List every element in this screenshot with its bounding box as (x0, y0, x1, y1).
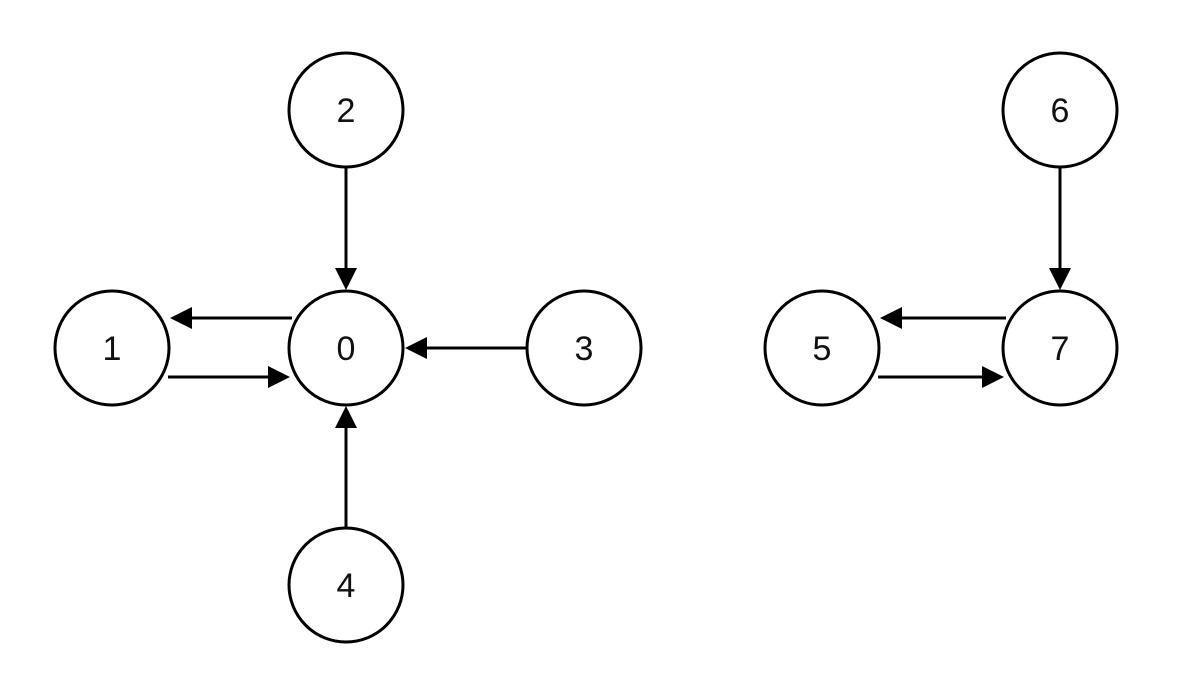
graph-node-1[interactable]: 1 (53, 289, 171, 407)
node-label: 6 (1051, 92, 1070, 130)
nodes-layer: 0 1 2 3 4 5 6 7 (53, 51, 1119, 644)
graph-node-2[interactable]: 2 (287, 51, 405, 169)
node-circle[interactable] (763, 289, 881, 407)
graph-edge (1049, 168, 1071, 290)
arrowhead-icon (268, 366, 290, 388)
arrowhead-icon (405, 337, 427, 359)
graph-edge (335, 168, 357, 290)
node-circle[interactable] (287, 526, 405, 644)
graph-node-3[interactable]: 3 (525, 289, 643, 407)
graph-node-5[interactable]: 5 (763, 289, 881, 407)
node-circle[interactable] (287, 51, 405, 169)
graph-edge (878, 366, 1004, 388)
graph-node-6[interactable]: 6 (1001, 51, 1119, 169)
node-label: 4 (337, 567, 356, 605)
node-circle[interactable] (287, 289, 405, 407)
node-label: 7 (1051, 330, 1070, 368)
node-circle[interactable] (1001, 289, 1119, 407)
graph-edge (880, 307, 1006, 329)
arrowhead-icon (880, 307, 902, 329)
graph-edge (405, 337, 527, 359)
node-label: 1 (103, 330, 122, 368)
node-label: 5 (813, 330, 832, 368)
arrowhead-icon (335, 268, 357, 290)
node-circle[interactable] (525, 289, 643, 407)
node-circle[interactable] (1001, 51, 1119, 169)
arrowhead-icon (1049, 268, 1071, 290)
arrowhead-icon (335, 406, 357, 428)
arrowhead-icon (982, 366, 1004, 388)
graph-node-7[interactable]: 7 (1001, 289, 1119, 407)
edges-layer (168, 168, 1071, 528)
arrowhead-icon (170, 307, 192, 329)
node-circle[interactable] (53, 289, 171, 407)
graph-node-4[interactable]: 4 (287, 526, 405, 644)
node-label: 2 (337, 92, 356, 130)
node-label: 0 (337, 330, 356, 368)
graph-edge (335, 406, 357, 528)
node-label: 3 (575, 330, 594, 368)
graph-node-0[interactable]: 0 (287, 289, 405, 407)
graph-edge (168, 366, 290, 388)
graph-edge (170, 307, 292, 329)
